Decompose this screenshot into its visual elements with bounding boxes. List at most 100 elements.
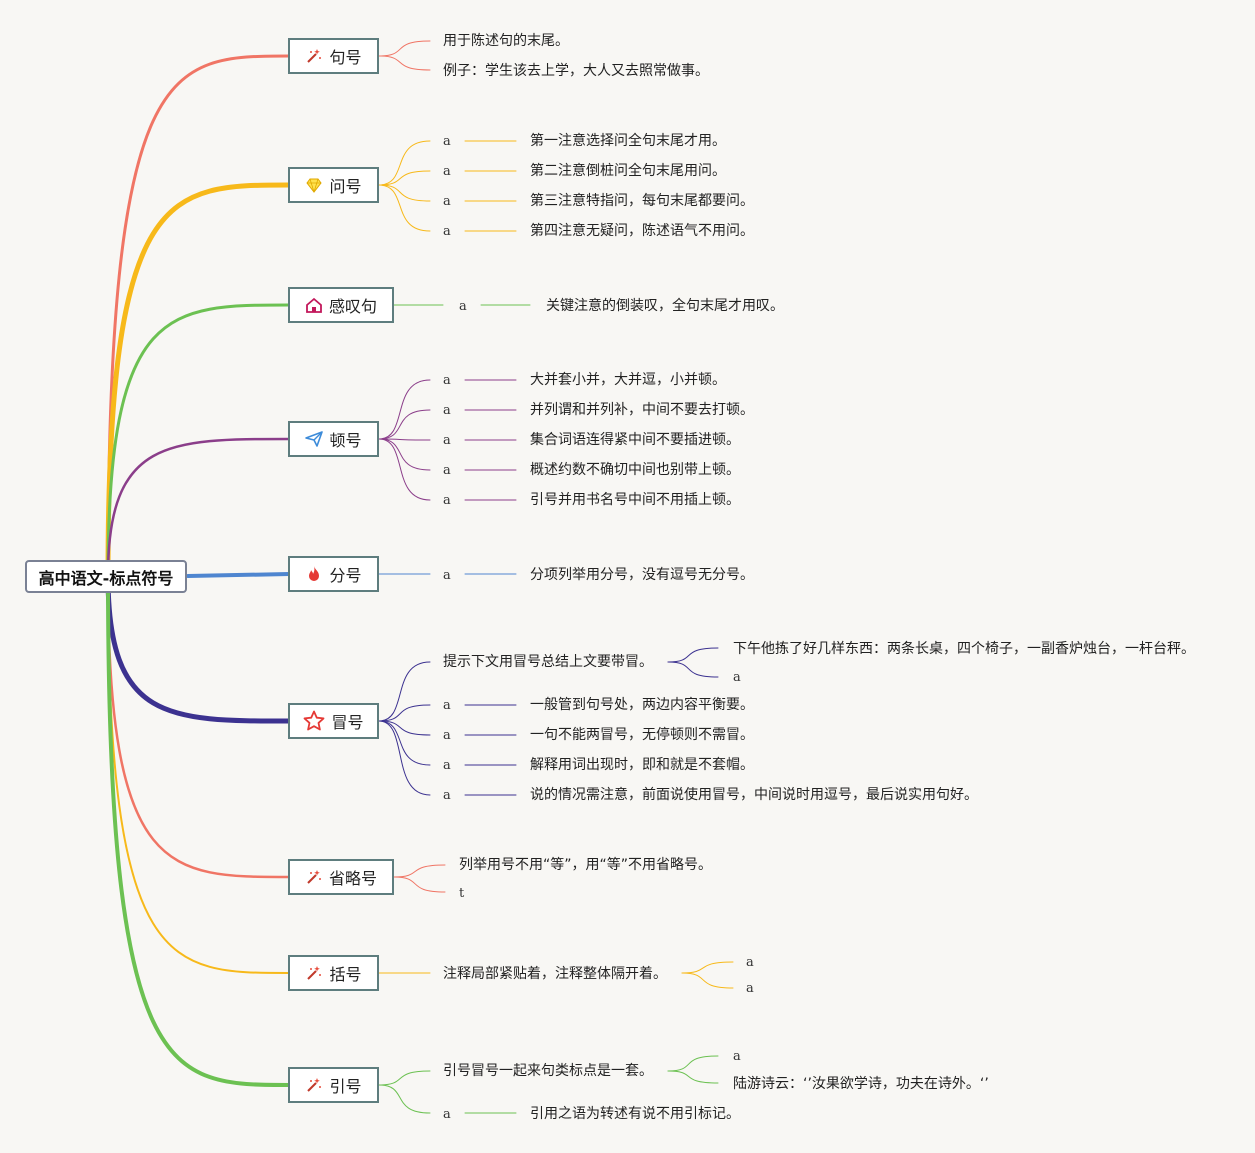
leaf-marker[interactable]: a: [443, 698, 451, 713]
subtopic-text[interactable]: 提示下文用冒号总结上文要带冒。: [443, 654, 653, 670]
home-icon: [305, 296, 323, 314]
leaf-text[interactable]: 说的情况需注意，前面说使用冒号，中间说时用逗号，最后说实用句好。: [530, 787, 978, 803]
branch-line: [106, 303, 291, 578]
leaf-text[interactable]: 关键注意的倒装叹，全句末尾才用叹。: [546, 298, 784, 314]
leaf-marker[interactable]: a: [443, 568, 451, 583]
topic-label: 顿号: [329, 431, 362, 450]
leaf-text[interactable]: 引号并用书名号中间不用插上顿。: [530, 492, 740, 508]
branch-line: [106, 437, 291, 578]
leaf-text[interactable]: 例子：学生该去上学，大人又去照常做事。: [443, 63, 709, 79]
topic-gantanju[interactable]: 感叹句: [288, 287, 394, 323]
leaf-marker[interactable]: a: [443, 433, 451, 448]
leaf-text[interactable]: 解释用词出现时，即和就是不套帽。: [530, 757, 754, 773]
fan-line: [378, 55, 431, 71]
leaf-text[interactable]: 第一注意选择问全句末尾才用。: [530, 133, 726, 149]
fan-line: [378, 184, 431, 232]
topic-label: 感叹句: [328, 297, 377, 316]
fire-icon: [305, 565, 323, 583]
fan-line: [378, 1084, 431, 1114]
fan-line: [378, 140, 431, 186]
fan-line: [378, 1070, 431, 1086]
fan-line: [378, 170, 431, 186]
leaf-marker[interactable]: a: [459, 299, 467, 314]
fan-line: [378, 661, 431, 722]
leaf-marker[interactable]: a: [746, 981, 754, 996]
fan-line: [378, 704, 431, 722]
topic-juhao[interactable]: 句号: [288, 38, 379, 74]
fan-line: [667, 1055, 719, 1072]
fan-line: [667, 647, 719, 663]
fan-line: [393, 876, 446, 893]
fan-line: [378, 438, 431, 501]
leaf-marker[interactable]: a: [443, 463, 451, 478]
magic-wand-icon: [305, 964, 323, 982]
branch-line: [186, 572, 291, 578]
topic-label: 分号: [329, 566, 362, 585]
topic-maohao[interactable]: 冒号: [288, 703, 379, 739]
leaf-text[interactable]: 列举用号不用“等”，用“等”不用省略号。: [459, 857, 713, 873]
leaf-marker[interactable]: a: [443, 758, 451, 773]
branch-line: [105, 573, 292, 724]
diamond-icon: [305, 176, 323, 194]
leaf-text[interactable]: 并列谓和并列补，中间不要去打顿。: [530, 402, 754, 418]
star-icon: [303, 710, 325, 732]
topic-yinhao[interactable]: 引号: [288, 1067, 379, 1103]
leaf-marker[interactable]: a: [443, 728, 451, 743]
leaf-text[interactable]: 用于陈述句的末尾。: [443, 33, 569, 49]
leaf-marker[interactable]: a: [733, 1049, 741, 1064]
fan-line: [378, 438, 431, 441]
branch-line: [106, 574, 291, 879]
leaf-text[interactable]: 引用之语为转述有说不用引标记。: [530, 1106, 740, 1122]
leaf-marker[interactable]: a: [443, 373, 451, 388]
fan-line: [393, 864, 446, 878]
fan-line: [378, 720, 431, 766]
magic-wand-icon: [305, 47, 323, 65]
leaf-text[interactable]: 一句不能两冒号，无停顿则不需冒。: [530, 727, 754, 743]
topic-label: 冒号: [331, 713, 364, 732]
leaf-text[interactable]: 下午他拣了好几样东西：两条长桌，四个椅子，一副香炉烛台，一杆台秤。: [733, 641, 1195, 657]
topic-kuohao[interactable]: 括号: [288, 955, 379, 991]
fan-line: [378, 409, 431, 440]
leaf-text[interactable]: 分项列举用分号，没有逗号无分号。: [530, 567, 754, 583]
magic-wand-icon: [305, 868, 323, 886]
leaf-text[interactable]: 第二注意倒桩问全句末尾用问。: [530, 163, 726, 179]
fan-line: [378, 438, 431, 471]
leaf-marker[interactable]: a: [443, 788, 451, 803]
subtopic-text[interactable]: 引号冒号一起来句类标点是一套。: [443, 1063, 653, 1079]
leaf-text[interactable]: 一般管到句号处，两边内容平衡要。: [530, 697, 754, 713]
leaf-marker[interactable]: a: [443, 1107, 451, 1122]
fan-line: [667, 1070, 719, 1084]
leaf-text[interactable]: 概述约数不确切中间也别带上顿。: [530, 462, 740, 478]
leaf-marker[interactable]: a: [443, 164, 451, 179]
topic-fenhao[interactable]: 分号: [288, 556, 379, 592]
branch-line: [106, 574, 291, 1087]
leaf-marker[interactable]: a: [443, 403, 451, 418]
root-topic[interactable]: 高中语文-标点符号: [25, 560, 187, 593]
leaf-text[interactable]: 第三注意特指问，每句末尾都要问。: [530, 193, 754, 209]
leaf-text[interactable]: 大并套小并，大并逗，小并顿。: [530, 372, 726, 388]
leaf-marker[interactable]: a: [746, 955, 754, 970]
leaf-marker[interactable]: a: [443, 134, 451, 149]
fan-line: [378, 720, 431, 736]
topic-label: 省略号: [328, 869, 377, 888]
topic-wenhao[interactable]: 问号: [288, 167, 379, 203]
fan-line: [378, 720, 431, 796]
subtopic-text[interactable]: 注释局部紧贴着，注释整体隔开着。: [443, 966, 667, 982]
topic-dunhao[interactable]: 顿号: [288, 421, 379, 457]
branch-line: [107, 575, 290, 974]
branch-line: [105, 182, 292, 579]
leaf-marker[interactable]: a: [443, 224, 451, 239]
topic-label: 句号: [329, 48, 362, 67]
topic-label: 引号: [329, 1077, 362, 1096]
leaf-marker[interactable]: a: [443, 493, 451, 508]
leaf-text[interactable]: 第四注意无疑问，陈述语气不用问。: [530, 223, 754, 239]
leaf-marker[interactable]: a: [733, 670, 741, 685]
leaf-text[interactable]: 集合词语连得紧中间不要插进顿。: [530, 432, 740, 448]
fan-line: [378, 379, 431, 440]
topic-label: 括号: [329, 965, 362, 984]
topic-shenglue[interactable]: 省略号: [288, 859, 394, 895]
leaf-text[interactable]: 陆游诗云：‘’汝果欲学诗，功夫在诗外。‘’: [733, 1076, 989, 1092]
magic-wand-icon: [305, 1076, 323, 1094]
leaf-marker[interactable]: t: [459, 886, 465, 901]
leaf-marker[interactable]: a: [443, 194, 451, 209]
